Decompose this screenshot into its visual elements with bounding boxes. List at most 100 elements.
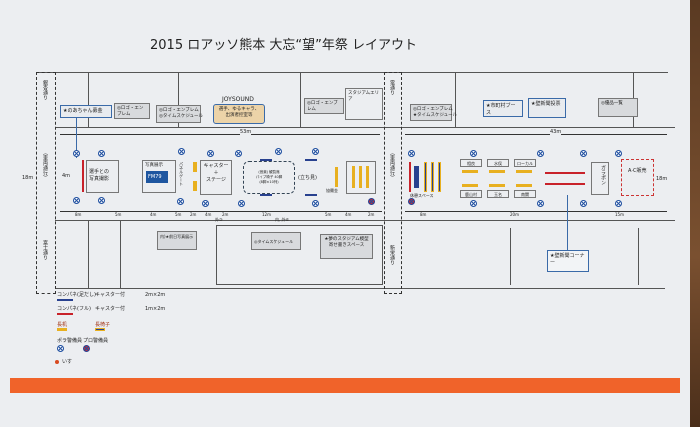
pola-guard-icon bbox=[177, 198, 184, 205]
pola-guard-icon bbox=[580, 200, 587, 207]
booth-bottom: 南関 bbox=[514, 190, 536, 198]
pola-guard-icon bbox=[470, 200, 477, 207]
dimension-label: 5m bbox=[175, 212, 182, 217]
panel-leg bbox=[305, 159, 317, 161]
logo-label: ◎ロゴ・エンブレム bbox=[304, 98, 344, 114]
frame-line bbox=[55, 127, 675, 128]
logo-schedule-label: ◎ロゴ・エンブレム ◎タイムスケジュール bbox=[156, 105, 203, 123]
dimension-label: 2m bbox=[222, 212, 229, 217]
desk bbox=[335, 167, 338, 187]
dimension-line bbox=[405, 134, 667, 135]
panel-full bbox=[82, 160, 84, 192]
pro-guard-icon bbox=[408, 198, 415, 205]
sponsor-label: 協賛金 bbox=[326, 188, 338, 193]
booth-top: 相良 bbox=[460, 159, 482, 167]
block-divider bbox=[638, 228, 639, 285]
page-title: 2015 ロアッソ熊本 大忘“望”年祭 レイアウト bbox=[150, 38, 417, 53]
pola-guard-icon bbox=[312, 148, 319, 155]
legend-pro-guard: プロ警備員 bbox=[83, 338, 109, 344]
pola-guard-icon bbox=[537, 200, 544, 207]
legend-size: 1m×2m bbox=[145, 306, 166, 312]
block-divider bbox=[88, 220, 89, 288]
height-right: 18m bbox=[656, 176, 668, 182]
block-divider bbox=[455, 72, 456, 127]
panel-full bbox=[409, 162, 411, 192]
legend-red-line bbox=[57, 313, 73, 315]
bench bbox=[431, 162, 434, 192]
audience-seating: (音楽) 観覧席 パイプ椅子 40脚 (8脚×10列) bbox=[243, 161, 295, 194]
desk bbox=[489, 170, 505, 173]
legend-caster: キャスター付 bbox=[95, 292, 126, 298]
standing-area: (立ち見) bbox=[298, 175, 317, 181]
goods-label: ◎優品一覧 bbox=[598, 98, 638, 117]
accent-bar bbox=[10, 378, 680, 393]
road-label: （車両通行） bbox=[389, 150, 395, 180]
left-road bbox=[36, 72, 56, 294]
caster-stage: キャスター ＋ ステージ bbox=[200, 160, 232, 195]
stadium-area-label: スタジアムエリア bbox=[345, 88, 383, 120]
desk bbox=[489, 184, 505, 187]
desk bbox=[193, 181, 197, 191]
booth-bottom: 鹿山村 bbox=[460, 190, 482, 198]
block-divider bbox=[120, 220, 121, 288]
legend-size: 2m×2m bbox=[145, 292, 166, 298]
dimension-label: 5m bbox=[325, 212, 332, 217]
pola-guard-icon bbox=[98, 150, 105, 157]
desk bbox=[516, 184, 532, 187]
desk bbox=[366, 166, 369, 188]
desk bbox=[359, 166, 362, 188]
joysound-label: JOYSOUND bbox=[222, 96, 254, 103]
booth-top: ローカル bbox=[514, 159, 536, 167]
road-label: 電通り bbox=[389, 80, 395, 95]
bench bbox=[414, 166, 419, 188]
dimension-line bbox=[60, 211, 382, 212]
road-label: （車両通行） bbox=[42, 150, 48, 180]
bench bbox=[424, 162, 427, 192]
desk bbox=[516, 170, 532, 173]
stadium-model-label: ★夢のスタジアム模型 寄せ書きスペース bbox=[320, 234, 373, 259]
booth-label: ★市町村ブース bbox=[483, 100, 523, 117]
dimension-label: 8m bbox=[420, 212, 427, 217]
booth-top: 水俣 bbox=[487, 159, 509, 167]
pola-guard-icon bbox=[178, 148, 185, 155]
pola-guard-icon bbox=[238, 200, 245, 207]
pola-guard-icon bbox=[73, 150, 80, 157]
road-label: 新栄通り bbox=[389, 245, 395, 265]
panel-leg bbox=[305, 194, 317, 196]
rest-space-label: 休憩スペース bbox=[410, 193, 434, 198]
pola-guard-icon bbox=[615, 200, 622, 207]
pola-guard-icon bbox=[615, 150, 622, 157]
legend-pola-guard: ポラ警備員 bbox=[57, 338, 83, 344]
depth-label: 4m bbox=[62, 173, 71, 179]
pola-guard-icon bbox=[408, 150, 415, 157]
pola-guard-icon bbox=[98, 197, 105, 204]
prev-photo-label: 内)★前日写真展示 bbox=[157, 231, 197, 250]
pola-guard-icon bbox=[275, 148, 282, 155]
panel-gate: パネルゲート bbox=[179, 162, 184, 186]
logo-label: ◎ロゴ・エンブレム bbox=[114, 103, 150, 119]
pola-guard-icon bbox=[73, 197, 80, 204]
pola-guard-icon bbox=[202, 200, 209, 207]
block-divider bbox=[178, 72, 179, 127]
legend-bench: 長椅子 bbox=[95, 322, 111, 328]
dimension-label: 8m bbox=[75, 212, 82, 217]
pola-guard-icon bbox=[235, 150, 242, 157]
pola-guard-icon bbox=[470, 150, 477, 157]
ac-sales: A·C販売 bbox=[621, 159, 654, 196]
newspaper-corner-label: ★壁新聞コーナー bbox=[547, 250, 589, 272]
panel-leg bbox=[260, 159, 272, 161]
width-right: 43m bbox=[550, 129, 562, 135]
chair-icon bbox=[55, 360, 59, 364]
road-label: 銀杏通り bbox=[42, 80, 48, 100]
bench bbox=[438, 162, 441, 192]
pola-guard-icon bbox=[580, 150, 587, 157]
timeschedule-label: ◎タイムスケジュール bbox=[251, 232, 301, 250]
newspaper-vote-label: ★壁新聞投票 bbox=[528, 98, 566, 118]
block-divider bbox=[88, 72, 89, 127]
pola-guard-icon bbox=[57, 345, 64, 352]
legend-panel-leg: コンパネ(足だし) bbox=[57, 292, 96, 298]
dim-note: 内, 外⑥ bbox=[275, 217, 290, 222]
event-block bbox=[216, 225, 383, 285]
garapon: ガラポン bbox=[591, 162, 609, 195]
